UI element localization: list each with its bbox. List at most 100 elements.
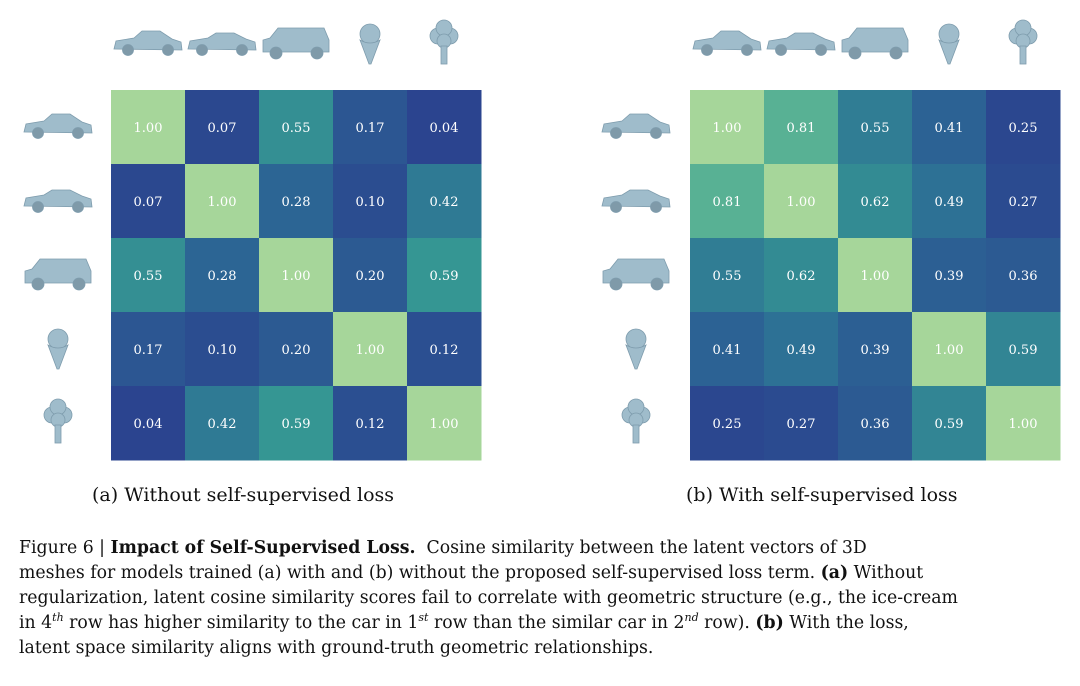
cell-value-r2-c5: 0.27 bbox=[1009, 195, 1038, 210]
heatmap-cell-r2-c5 bbox=[986, 164, 1061, 239]
cell-value-r4-c4: 1.00 bbox=[935, 343, 964, 358]
heatmap-cell-r3-c1 bbox=[690, 238, 765, 313]
heatmap-cell-r1-c5 bbox=[407, 90, 482, 165]
heatmap-cell-r3-c3 bbox=[838, 238, 913, 313]
cell-value-r5-c3: 0.59 bbox=[282, 417, 311, 432]
cell-value-r1-c3: 0.55 bbox=[282, 121, 311, 136]
heatmap-cell-r1-c2 bbox=[764, 90, 839, 165]
cell-value-r2-c2: 1.00 bbox=[208, 195, 237, 210]
heatmap-cell-r3-c1 bbox=[111, 238, 186, 313]
cell-value-r5-c2: 0.27 bbox=[787, 417, 816, 432]
heatmap-cell-r2-c3 bbox=[259, 164, 334, 239]
cell-value-r1-c5: 0.04 bbox=[430, 121, 459, 136]
cell-value-r5-c3: 0.36 bbox=[861, 417, 890, 432]
cell-value-r2-c3: 0.62 bbox=[861, 195, 890, 210]
heatmap-cell-r4-c1 bbox=[111, 312, 186, 387]
cell-value-r4-c5: 0.59 bbox=[1009, 343, 1038, 358]
heatmap-cell-r2-c2 bbox=[185, 164, 260, 239]
row-icon-ice-cream-icon bbox=[47, 328, 69, 370]
caption-bold: (b) bbox=[755, 613, 784, 633]
cell-value-r1-c4: 0.41 bbox=[935, 121, 964, 136]
heatmap-cell-r5-c4 bbox=[912, 386, 987, 461]
caption-text: row than the similar car in 2 bbox=[433, 613, 685, 633]
heatmap-cell-r2-c4 bbox=[912, 164, 987, 239]
col-icon-suv-icon bbox=[841, 27, 909, 60]
cell-value-r4-c1: 0.17 bbox=[134, 343, 163, 358]
row-icon-ice-cream-icon bbox=[625, 328, 647, 370]
heatmap-cell-r2-c1 bbox=[690, 164, 765, 239]
heatmap-cell-r1-c1 bbox=[111, 90, 186, 165]
row-icon-car-2-icon bbox=[601, 189, 671, 213]
cell-value-r1-c3: 0.55 bbox=[861, 121, 890, 136]
cell-value-r3-c3: 1.00 bbox=[861, 269, 890, 284]
caption-text: in 4 bbox=[19, 613, 53, 633]
cell-value-r5-c1: 0.04 bbox=[134, 417, 163, 432]
cell-value-r4-c3: 0.39 bbox=[861, 343, 890, 358]
heatmap-cell-r1-c3 bbox=[259, 90, 334, 165]
subcaption-b: (b) With self-supervised loss bbox=[686, 484, 958, 506]
cell-value-r4-c4: 1.00 bbox=[356, 343, 385, 358]
heatmap-cell-r3-c3 bbox=[259, 238, 334, 313]
heatmap-cell-r1-c3 bbox=[838, 90, 913, 165]
cell-value-r2-c2: 1.00 bbox=[787, 195, 816, 210]
cell-value-r1-c5: 0.25 bbox=[1009, 121, 1038, 136]
col-icon-car-1-icon bbox=[692, 30, 762, 56]
caption-title: Impact of Self-Supervised Loss. bbox=[110, 538, 416, 558]
cell-value-r2-c1: 0.81 bbox=[713, 195, 742, 210]
heatmap-cell-r5-c1 bbox=[111, 386, 186, 461]
col-icon-car-2-icon bbox=[187, 32, 257, 56]
caption-sup: th bbox=[52, 611, 64, 625]
cell-value-r5-c5: 1.00 bbox=[430, 417, 459, 432]
caption-bold: (a) bbox=[820, 563, 849, 583]
subcaption-a: (a) Without self-supervised loss bbox=[92, 484, 395, 506]
caption-text: row). bbox=[704, 613, 750, 633]
row-icon-suv-icon bbox=[602, 258, 670, 291]
caption-text: Without bbox=[853, 563, 924, 583]
col-icon-car-1-icon bbox=[113, 30, 183, 56]
heatmap-cell-r3-c4 bbox=[333, 238, 408, 313]
figure-caption: Figure 6 | Impact of Self-Supervised Los… bbox=[19, 536, 1071, 661]
heatmap-cell-r3-c5 bbox=[986, 238, 1061, 313]
heatmap-cell-r5-c1 bbox=[690, 386, 765, 461]
heatmap-cell-r4-c2 bbox=[764, 312, 839, 387]
heatmap-cell-r1-c5 bbox=[986, 90, 1061, 165]
caption-line-1: Figure 6 | Impact of Self-Supervised Los… bbox=[19, 536, 1071, 561]
heatmap-cell-r3-c2 bbox=[764, 238, 839, 313]
cell-value-r3-c4: 0.39 bbox=[935, 269, 964, 284]
col-icon-ice-cream-icon bbox=[359, 23, 381, 65]
cell-value-r1-c2: 0.07 bbox=[208, 121, 237, 136]
heatmap-cell-r2-c4 bbox=[333, 164, 408, 239]
cell-value-r5-c1: 0.25 bbox=[713, 417, 742, 432]
caption-sup: nd bbox=[684, 611, 699, 625]
heatmap-cell-r4-c5 bbox=[407, 312, 482, 387]
cell-value-r3-c5: 0.59 bbox=[430, 269, 459, 284]
caption-line-5: latent space similarity aligns with grou… bbox=[19, 638, 654, 658]
cell-value-r4-c3: 0.20 bbox=[282, 343, 311, 358]
cell-value-r5-c4: 0.59 bbox=[935, 417, 964, 432]
row-icon-tree-icon bbox=[621, 398, 651, 444]
row-icon-car-1-icon bbox=[601, 113, 671, 139]
col-icon-suv-icon bbox=[262, 27, 330, 60]
heatmap-cell-r3-c2 bbox=[185, 238, 260, 313]
heatmap-cell-r4-c4 bbox=[333, 312, 408, 387]
caption-line-2: meshes for models trained (a) with and (… bbox=[19, 561, 1071, 586]
heatmap-cell-r5-c5 bbox=[986, 386, 1061, 461]
heatmap-cell-r5-c5 bbox=[407, 386, 482, 461]
cell-value-r5-c4: 0.12 bbox=[356, 417, 385, 432]
figure-label: Figure 6 | bbox=[19, 538, 106, 558]
heatmap-cell-r4-c5 bbox=[986, 312, 1061, 387]
col-icon-tree-icon bbox=[429, 19, 459, 65]
row-icon-tree-icon bbox=[43, 398, 73, 444]
cell-value-r2-c5: 0.42 bbox=[430, 195, 459, 210]
col-icon-ice-cream-icon bbox=[938, 23, 960, 65]
cell-value-r1-c1: 1.00 bbox=[713, 121, 742, 136]
cell-value-r1-c4: 0.17 bbox=[356, 121, 385, 136]
caption-text: With the loss, bbox=[789, 613, 909, 633]
heatmap-cell-r1-c4 bbox=[333, 90, 408, 165]
caption-text: Cosine similarity between the latent vec… bbox=[426, 538, 867, 558]
heatmap-cell-r4-c2 bbox=[185, 312, 260, 387]
cell-value-r1-c1: 1.00 bbox=[134, 121, 163, 136]
